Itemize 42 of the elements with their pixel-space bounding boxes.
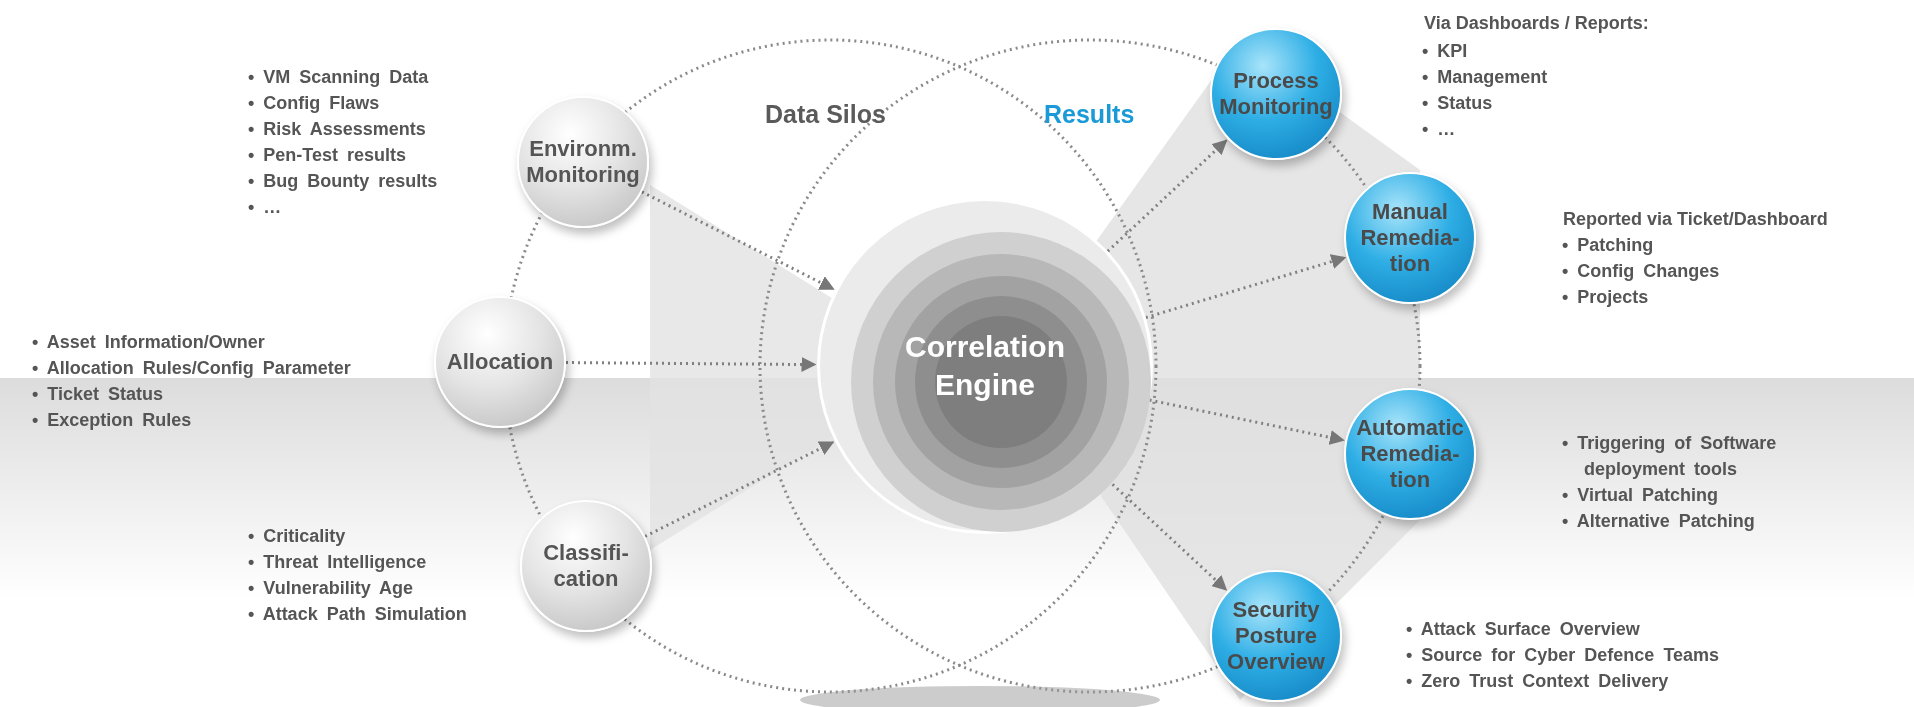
bullet-item: • Vulnerability Age [248,577,414,600]
bullet-item: • Zero Trust Context Delivery [1406,670,1670,693]
bullet-item: • … [1422,118,1457,141]
bullet-item: • Config Changes [1562,260,1721,283]
node-label: Environm. Monitoring [525,136,641,188]
arrow [1106,139,1228,253]
bullet-item: • Config Flaws [248,92,381,115]
bullet-item: • Attack Surface Overview [1406,618,1641,641]
bullet-item: • VM Scanning Data [248,66,430,89]
bullet-item: • Risk Assessments [248,118,427,141]
arrow [641,190,835,291]
bullet-item: • Triggering of Software deployment tools [1562,432,1778,481]
bullet-item: • Virtual Patching [1562,484,1719,507]
node-label: Correlation Engine [904,329,1066,403]
bullet-item: • Ticket Status [32,383,164,406]
node-label: Process Monitoring [1218,68,1334,120]
text-label: Reported via Ticket/Dashboard [1563,208,1828,231]
bullet-item: • Pen-Test results [248,144,407,167]
bullet-item: • Asset Information/Owner [32,331,266,354]
bullet-item: • Exception Rules [32,409,193,432]
bullet-item: • Allocation Rules/Config Parameter [32,357,352,380]
bullet-item: • Status [1422,92,1494,115]
node-label: Security Posture Overview [1226,597,1326,675]
bullet-item: • Patching [1562,234,1655,257]
bullet-item: • Source for Cyber Defence Teams [1406,644,1721,667]
bullet-item: • Management [1422,66,1549,89]
bullet-item: • Threat Intelligence [248,551,428,574]
bullet-item: • … [248,196,283,219]
text-label: Results [1044,99,1135,130]
bullet-item: • Projects [1562,286,1650,309]
bullet-item: • Criticality [248,525,347,548]
bullet-item: • Attack Path Simulation [248,603,468,626]
bullet-item: • Bug Bounty results [248,170,439,193]
arrow [644,440,835,538]
bullet-item: • KPI [1422,40,1469,63]
text-label: Data Silos [765,99,886,130]
node-label: Manual Remedia- tion [1359,199,1461,277]
text-label: Via Dashboards / Reports: [1424,12,1649,35]
node-label: Classifi- cation [542,540,630,592]
node-label: Allocation [445,349,555,375]
node-label: Automatic Remedia- tion [1355,415,1465,493]
bullet-item: • Alternative Patching [1562,510,1756,533]
